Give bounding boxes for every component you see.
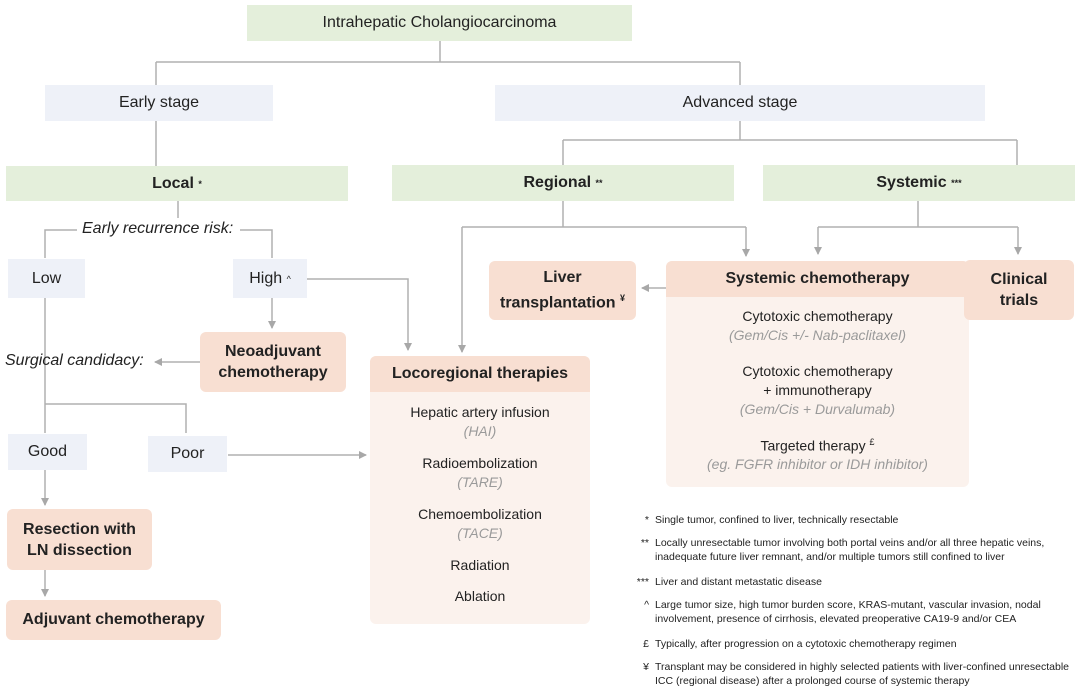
footnote-single: * Single tumor, confined to liver, techn…: [615, 513, 1075, 527]
footnote-symbol: *: [644, 514, 649, 526]
systemic-box: Systemic ***: [763, 165, 1075, 201]
hai-sub: (HAI): [463, 423, 497, 439]
low-box: Low: [8, 259, 85, 298]
poor-label: Poor: [170, 445, 205, 462]
locoregional-therapies-panel: Locoregional therapies Hepatic artery in…: [370, 356, 590, 624]
locoregional-header-label: Locoregional therapies: [391, 365, 569, 382]
liver-transplant-line2: transplantation: [499, 294, 616, 312]
high-label: High: [249, 269, 283, 287]
early-stage-box: Early stage: [45, 85, 273, 121]
footnote-text: Large tumor size, high tumor burden scor…: [655, 599, 1041, 625]
clinical-trials-box: Clinical trials: [964, 260, 1074, 320]
local-label: Local: [152, 174, 194, 192]
targeted-therapy-mark: £: [869, 437, 875, 447]
footnote-text: Locally unresectable tumor involving bot…: [655, 537, 1045, 563]
footnote-transplant: ¥ Transplant may be considered in highly…: [615, 660, 1075, 688]
systemic-chemotherapy-panel: Systemic chemotherapy Cytotoxic chemothe…: [666, 261, 969, 487]
clinical-trials-line1: Clinical: [990, 271, 1048, 288]
cytotoxic-chemo-sub: (Gem/Cis +/- Nab-paclitaxel): [729, 327, 906, 343]
ablation-text: Ablation: [454, 588, 506, 604]
good-box: Good: [8, 434, 87, 470]
radioembolization-sub: (TARE): [457, 474, 503, 490]
footnote-text: Single tumor, confined to liver, technic…: [655, 514, 899, 526]
liver-transplantation-box: Liver transplantation ¥: [489, 261, 636, 320]
footnote-text: Liver and distant metastatic disease: [655, 576, 822, 588]
targeted-therapy-label: Targeted therapy: [760, 437, 866, 454]
liver-transplant-mark: ¥: [620, 293, 626, 304]
regional-mark: **: [595, 178, 603, 188]
regional-label: Regional: [523, 174, 592, 191]
footnote-symbol: ¥: [643, 661, 649, 673]
footnote-symbol: ***: [636, 576, 649, 588]
neoadjuvant-line1: Neoadjuvant: [224, 343, 321, 360]
title-box: Intrahepatic Cholangiocarcinoma: [247, 5, 632, 41]
footnote-systemic: *** Liver and distant metastatic disease: [615, 575, 1075, 589]
targeted-therapy-sub: (eg. FGFR inhibitor or IDH inhibitor): [707, 456, 928, 472]
chemoembolization-sub: (TACE): [457, 525, 503, 541]
liver-transplant-line1: Liver: [543, 269, 582, 287]
cytotoxic-immuno-text-1: Cytotoxic chemotherapy: [742, 363, 893, 379]
local-box: Local *: [6, 166, 348, 201]
radiation-text: Radiation: [450, 557, 510, 573]
title-text: Intrahepatic Cholangiocarcinoma: [322, 14, 557, 31]
footnote-symbol: **: [640, 537, 649, 549]
resection-line2: LN dissection: [27, 541, 132, 559]
footnote-text: Transplant may be considered in highly s…: [655, 661, 1070, 687]
locoregional-header: Locoregional therapies: [370, 356, 590, 392]
chemoembolization-text: Chemoembolization: [418, 506, 542, 522]
high-box: High ^: [233, 259, 307, 298]
targeted-therapy-text: Targeted therapy £: [666, 437, 969, 454]
advanced-stage-label: Advanced stage: [682, 94, 798, 111]
adjuvant-chemotherapy-box: Adjuvant chemotherapy: [6, 600, 221, 640]
footnote-symbol: £: [643, 638, 649, 650]
neoadjuvant-chemotherapy-box: Neoadjuvant chemotherapy: [200, 332, 346, 392]
footnote-regional: ** Locally unresectable tumor involving …: [615, 536, 1075, 564]
low-label: Low: [31, 269, 62, 287]
cytotoxic-immuno-text-2: + immunotherapy: [763, 382, 872, 398]
cytotoxic-immuno-sub: (Gem/Cis + Durvalumab): [739, 401, 896, 417]
hai-text: Hepatic artery infusion: [410, 404, 550, 420]
footnote-targeted: £ Typically, after progression on a cyto…: [615, 637, 1075, 651]
neoadjuvant-line2: chemotherapy: [218, 364, 328, 381]
local-mark: *: [198, 178, 202, 189]
regional-box: Regional **: [392, 165, 734, 201]
systemic-chemo-header-label: Systemic chemotherapy: [725, 270, 910, 287]
systemic-label: Systemic: [876, 174, 947, 191]
systemic-chemotherapy-header: Systemic chemotherapy: [666, 261, 969, 297]
high-mark: ^: [286, 273, 291, 284]
footnote-text: Typically, after progression on a cytoto…: [655, 638, 957, 650]
systemic-mark: ***: [951, 178, 962, 188]
early-recurrence-risk-label: Early recurrence risk:: [82, 220, 234, 237]
advanced-stage-box: Advanced stage: [495, 85, 985, 121]
clinical-trials-line2: trials: [999, 292, 1039, 309]
cytotoxic-chemo-text: Cytotoxic chemotherapy: [742, 308, 893, 324]
surgical-candidacy-label: Surgical candidacy:: [5, 352, 144, 369]
resection-line1: Resection with: [23, 520, 136, 538]
adjuvant-label: Adjuvant chemotherapy: [22, 611, 205, 628]
footnote-high-risk: ^ Large tumor size, high tumor burden sc…: [615, 598, 1075, 626]
early-stage-label: Early stage: [118, 94, 200, 111]
resection-box: Resection with LN dissection: [7, 509, 152, 570]
good-label: Good: [27, 443, 68, 460]
poor-box: Poor: [148, 436, 227, 472]
footnote-symbol: ^: [644, 599, 649, 611]
radioembolization-text: Radioembolization: [422, 455, 538, 471]
